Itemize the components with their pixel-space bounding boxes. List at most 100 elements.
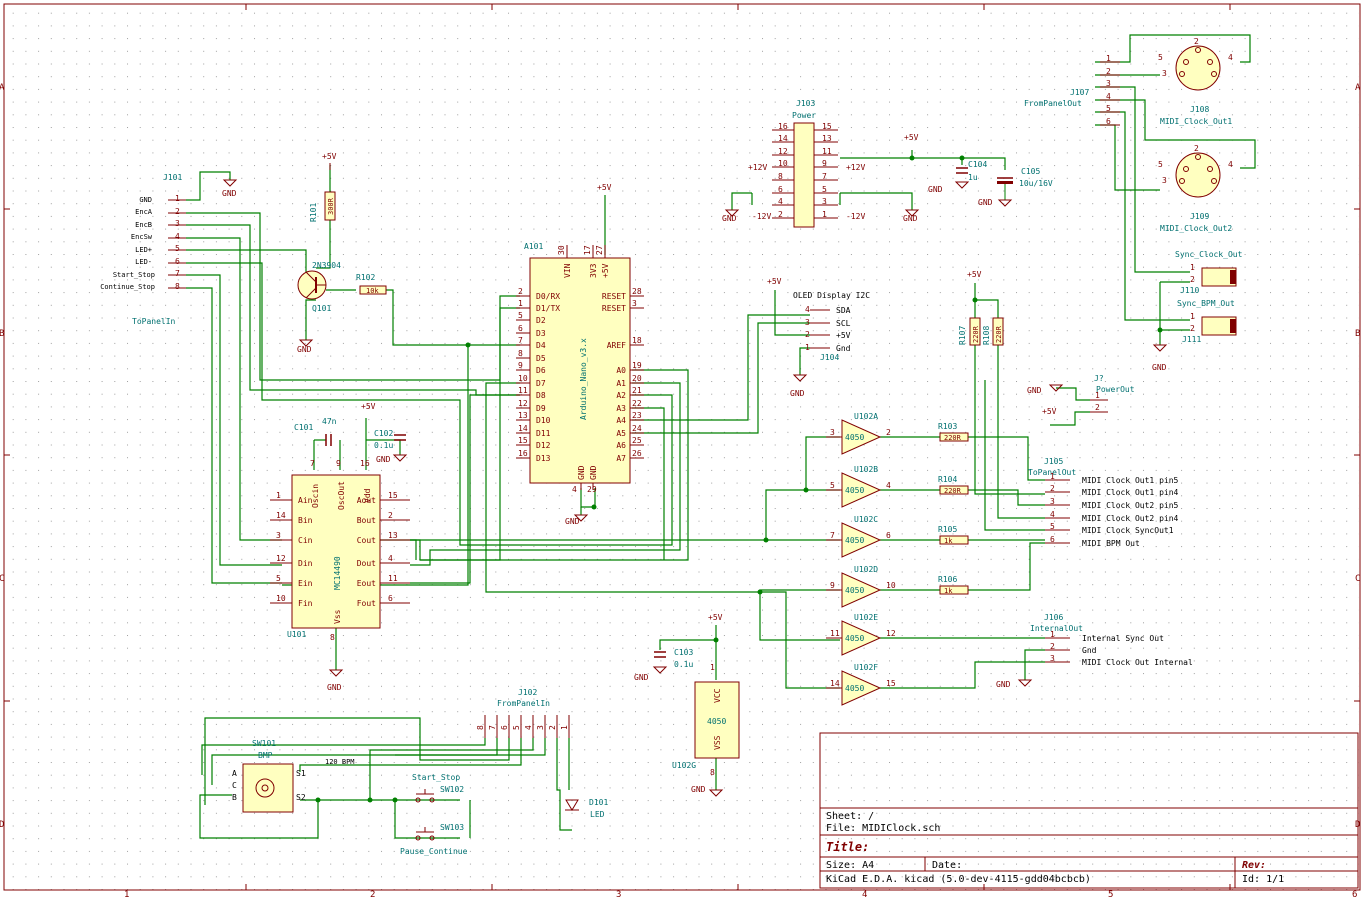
net-label: -12V (846, 212, 865, 221)
resistor-r102[interactable]: R102 10k (356, 273, 387, 295)
arduino-nano-a101[interactable]: A101 Arduino_Nano_v3.x 30 17 27 VIN 3V3 … (516, 183, 644, 526)
power-label: +5V (967, 270, 982, 279)
pin-number: 7 (175, 269, 180, 278)
pin-number: 2 (388, 511, 393, 520)
jack-j110[interactable]: Sync_Clock_Out J110 1 2 (1175, 250, 1243, 295)
power-label: +5V (597, 183, 612, 192)
value-label: MIDI_Clock_Out2 (1160, 224, 1232, 233)
net-label: MIDI Clock Out1 pin4 (1082, 488, 1179, 497)
connector-j101[interactable]: J101 ToPanelIn 1 2 3 4 5 6 7 8 GND EncA … (100, 173, 186, 326)
transistor-q101[interactable]: 2N3904 Q101 GND (297, 261, 341, 354)
pin-name: Bout (357, 516, 376, 525)
jack-j111[interactable]: Sync_BPM_Out J111 1 2 GND (1152, 299, 1237, 372)
value-label: ToPanelIn (132, 317, 176, 326)
gnd-label: GND (222, 189, 237, 198)
pin-number: 6 (518, 324, 523, 333)
value-label: BMP (258, 751, 273, 760)
power-label: +5V (361, 402, 376, 411)
capacitor-c103[interactable]: C103 0.1u GND (634, 648, 693, 682)
buffer-u102g-power[interactable]: VCC VSS 4050 U102G 1 8 +5V GND (672, 613, 740, 797)
pin-number: 13 (388, 531, 398, 540)
pin-number: 18 (632, 336, 642, 345)
net-label: MIDI BPM Out (1082, 539, 1140, 548)
pin-number: 8 (778, 172, 783, 181)
title-file: File: MIDIClock.sch (826, 823, 940, 834)
pin-number: 23 (632, 411, 642, 420)
resistor-r107[interactable]: R107 220R (958, 317, 981, 346)
connector-power-out[interactable]: J? PowerOut 1 2 GND +5V (1027, 374, 1135, 416)
connector-j104[interactable]: OLED Display I2C J104 4 3 2 1 SDA SCL +5… (767, 277, 870, 398)
pin-number: 17 (583, 245, 592, 255)
pin-number: 1 (560, 725, 569, 730)
value-label: 220R (995, 325, 1003, 343)
gnd-symbol: GND (222, 179, 238, 198)
debouncer-u101[interactable]: U101 MC14490 7 9 16 Oscin OscOut Vdd 1Ai… (270, 459, 410, 692)
ref-label: C102 (374, 429, 393, 438)
gnd-label: GND (790, 389, 805, 398)
pin-number: 4 (886, 481, 891, 490)
ref-label: R102 (356, 273, 375, 282)
pin-number: 25 (632, 436, 642, 445)
column-label: 2 (370, 890, 375, 900)
pin-name: VIN (563, 263, 572, 278)
pin-name: Dout (357, 559, 376, 568)
value-label: FromPanelOut (1024, 99, 1082, 108)
pin-name: Fout (357, 599, 376, 608)
pin-name: A5 (616, 429, 626, 438)
capacitor-c105[interactable]: C105 10u/16V GND (978, 167, 1053, 207)
pin-name: D12 (536, 441, 551, 450)
pin-name: 3V3 (589, 263, 598, 278)
din-pin (1179, 71, 1185, 77)
pin-name: Fin (298, 599, 313, 608)
net-label: MIDI Clock Out1 pin5 (1082, 476, 1179, 485)
pin-number: 2 (1190, 324, 1195, 333)
pin-number: 2 (1194, 37, 1199, 46)
pin-number: 16 (360, 459, 370, 468)
pin-number: 20 (632, 374, 642, 383)
pin-name: D6 (536, 366, 546, 375)
pin-name: GND (589, 465, 598, 480)
pin-number: 8 (476, 725, 485, 730)
ref-label: J104 (820, 353, 839, 362)
pin-number: 2 (805, 330, 810, 339)
din-body (1175, 152, 1221, 198)
capacitor-c104[interactable]: C104 1u GND (928, 160, 987, 194)
pin-number: 6 (886, 531, 891, 540)
din-pin (1211, 71, 1217, 77)
pin-name: AREF (607, 341, 626, 350)
resistor-r101[interactable]: +5V R101 300R (309, 152, 337, 222)
value-label: 4050 (845, 586, 864, 595)
switch-sw103[interactable]: SW103 Pause_Continue (400, 823, 468, 856)
pin-number: 13 (518, 411, 528, 420)
capacitor-c101[interactable]: C101 47n (294, 417, 337, 446)
pin-number: 1 (175, 194, 180, 203)
encoder-sw101[interactable]: SW101 BMP A C B S1 S2 120 BPM (232, 739, 355, 813)
pin-name: Ein (298, 579, 313, 588)
switch-sw102[interactable]: SW102 Start_Stop (412, 773, 464, 803)
resistor-r108[interactable]: R108 220R (982, 317, 1004, 346)
pin-number: 2 (886, 428, 891, 437)
net-label: -12V (752, 212, 771, 221)
pin-name: +5V (601, 263, 610, 278)
led-d101[interactable]: D101 LED (565, 798, 608, 819)
capacitor-c102[interactable]: C102 0.1u GND +5V (361, 402, 408, 464)
